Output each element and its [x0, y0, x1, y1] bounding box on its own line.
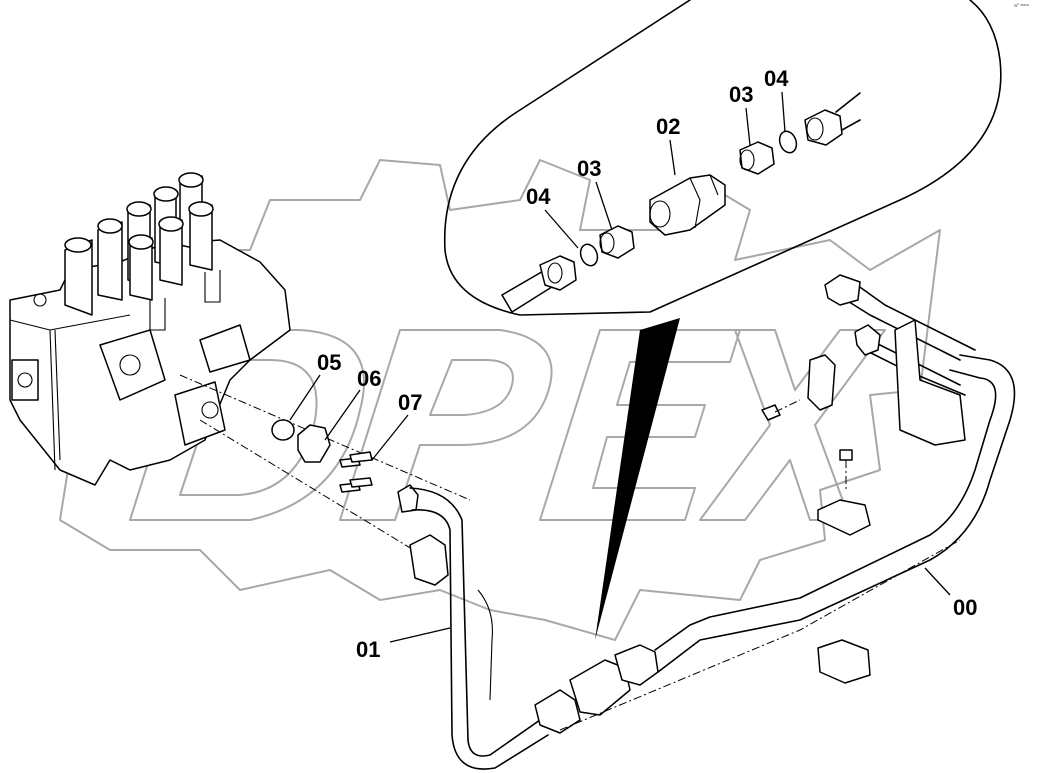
lower-union	[534, 644, 659, 734]
corner-mark: a° ===	[1014, 3, 1029, 9]
bracket	[894, 319, 966, 446]
callout-02[interactable]: 02	[656, 114, 680, 176]
valve-spools	[64, 172, 214, 316]
callout-label-03-right: 03	[729, 82, 753, 107]
pipe-00-end-lower	[854, 324, 881, 356]
detail-bubble-outline	[443, 0, 1002, 316]
callout-label-04-left: 04	[526, 184, 551, 209]
detail-nut-left	[539, 255, 577, 291]
clamp-upper	[807, 354, 836, 411]
split-flange-06	[297, 424, 331, 463]
flange-lower	[409, 534, 449, 586]
callout-label-03-left: 03	[577, 156, 601, 181]
callout-label-07: 07	[398, 390, 422, 415]
control-valve	[9, 172, 291, 486]
callout-04-right[interactable]: 04	[764, 66, 789, 133]
callout-label-05: 05	[317, 350, 341, 375]
callout-06[interactable]: 06	[324, 366, 381, 441]
pipe-00	[559, 274, 1016, 731]
detail-oring-04-right	[778, 130, 798, 154]
pipe-01	[397, 484, 549, 770]
detail-connector-03-left	[599, 225, 635, 259]
detail-nut-right	[804, 109, 843, 146]
callout-label-01: 01	[356, 637, 380, 662]
callout-label-04-right: 04	[764, 66, 789, 91]
callout-label-02: 02	[656, 114, 680, 139]
callout-label-06: 06	[357, 366, 381, 391]
detail-pointer	[595, 318, 680, 640]
spacer-block	[817, 639, 871, 684]
watermark-letter-x	[699, 329, 886, 521]
clamp-parts	[761, 319, 966, 684]
detail-pipe-right	[835, 92, 861, 131]
flange-parts	[179, 374, 471, 586]
bolt-lower	[839, 449, 853, 461]
watermark-gear-outline	[59, 159, 941, 641]
watermark-letter-p	[339, 329, 553, 521]
callouts: 00 01 02 03 03 04 04 05	[289, 66, 977, 662]
bolts-07	[339, 451, 373, 493]
detail-parts	[501, 92, 861, 313]
watermark	[59, 159, 941, 641]
callout-03-right[interactable]: 03	[729, 82, 753, 146]
callout-04-left[interactable]: 04	[526, 184, 579, 249]
detail-bubble	[443, 0, 1002, 640]
clamp-lower	[817, 499, 871, 536]
callout-00[interactable]: 00	[924, 567, 977, 620]
callout-05[interactable]: 05	[289, 350, 341, 421]
callout-07[interactable]: 07	[371, 390, 422, 461]
callout-label-00: 00	[953, 595, 977, 620]
pipe-01-end	[397, 484, 419, 513]
detail-oring-04-left	[579, 243, 599, 267]
callout-01[interactable]: 01	[356, 627, 451, 662]
callout-03-left[interactable]: 03	[577, 156, 613, 231]
watermark-letter-d	[129, 329, 365, 521]
bolt-upper	[761, 404, 781, 421]
pipe-00-end-upper	[824, 274, 861, 306]
oring-05	[271, 419, 295, 441]
